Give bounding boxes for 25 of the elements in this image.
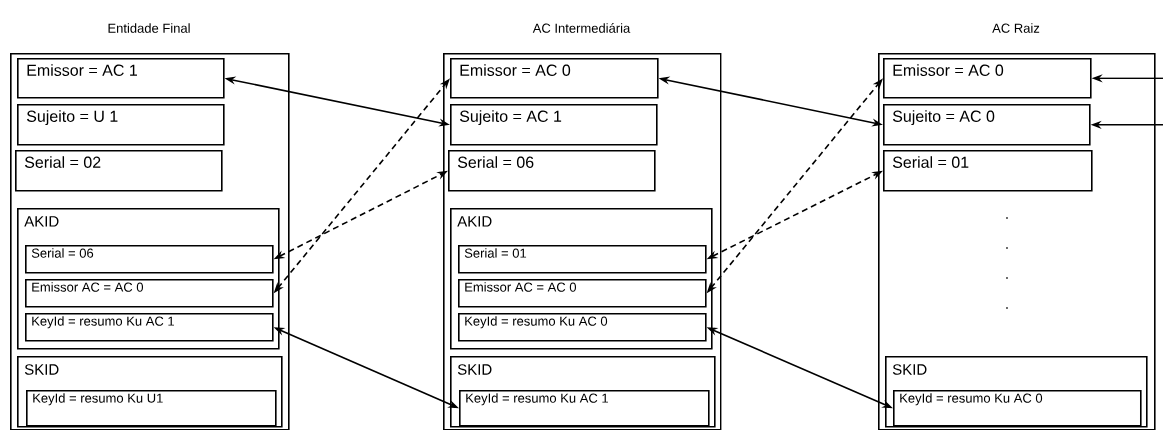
ellipsis-dot: . — [1006, 247, 1008, 249]
field-box: Emissor = AC 1 — [17, 58, 225, 99]
field-box: KeyId = resumo Ku AC 0 — [893, 390, 1142, 427]
ellipsis-dot: . — [1006, 217, 1008, 219]
field-box: KeyId = resumo Ku AC 1 — [459, 390, 710, 427]
field-box: Sujeito = U 1 — [17, 104, 225, 146]
node-label: AC Raiz — [992, 23, 1040, 33]
field-box: Serial = 01 — [458, 245, 707, 274]
field-box: Emissor AC = AC 0 — [25, 279, 274, 308]
field-box: Emissor AC = AC 0 — [458, 279, 707, 308]
field-box: Serial = 02 — [15, 150, 223, 192]
ellipsis-dot: . — [1006, 277, 1008, 279]
node-label: AC Intermediária — [532, 23, 631, 33]
field-box: Sujeito = AC 1 — [450, 104, 658, 146]
field-box: Sujeito = AC 0 — [883, 104, 1091, 146]
field-box: KeyId = resumo Ku AC 0 — [458, 313, 707, 342]
field-box: Emissor = AC 0 — [450, 58, 659, 99]
field-box: KeyId = resumo Ku AC 1 — [25, 313, 274, 342]
field-box: Emissor = AC 0 — [883, 58, 1092, 99]
node-label: Entidade Final — [108, 23, 190, 33]
field-box: Serial = 01 — [883, 150, 1093, 192]
field-box: KeyId = resumo Ku U1 — [26, 390, 277, 427]
ellipsis-dot: . — [1006, 307, 1008, 309]
field-box: Serial = 06 — [448, 150, 656, 192]
field-box: Serial = 06 — [25, 245, 274, 274]
